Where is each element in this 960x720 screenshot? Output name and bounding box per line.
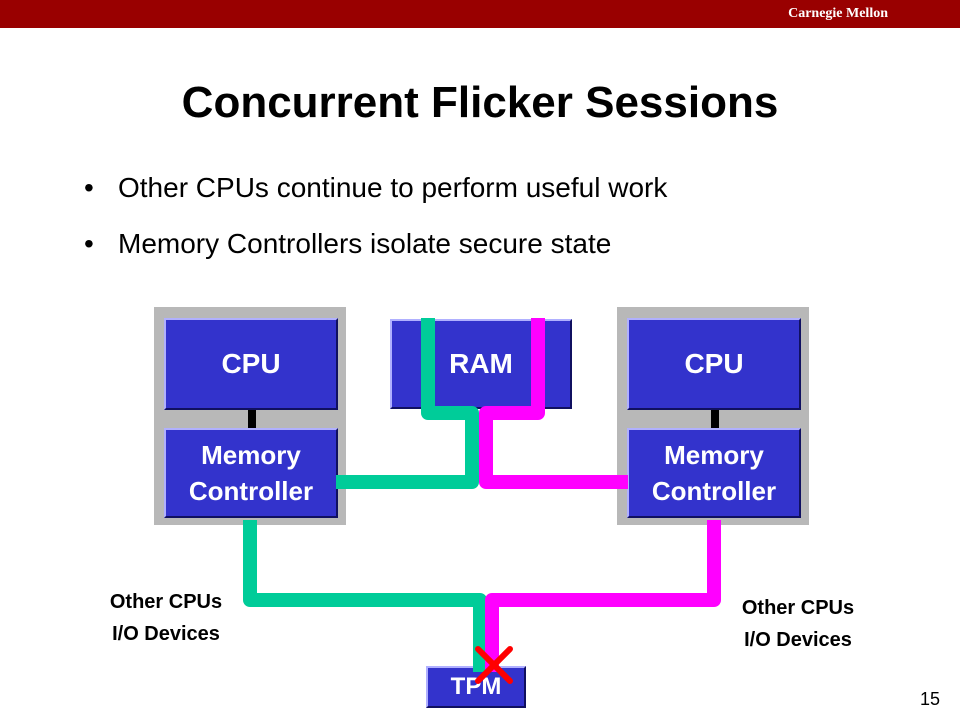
right-cpu-box: CPU: [627, 318, 801, 410]
teal-ram-path: [336, 318, 479, 489]
right-cpu-mc-link: [711, 410, 719, 428]
right-cpu-label: CPU: [684, 348, 744, 379]
right-io-devices-label: Other CPUs I/O Devices: [741, 597, 855, 651]
left-memory-controller-box: Memory Controller: [164, 428, 338, 518]
bullet-list: • Other CPUs continue to perform useful w…: [84, 168, 667, 280]
magenta-ram-path: [479, 318, 628, 489]
teal-io-path: [243, 520, 487, 672]
bullet-marker: •: [84, 228, 94, 259]
right-memory-controller-label: Memory Controller: [651, 440, 777, 506]
ram-label: RAM: [449, 348, 513, 379]
left-memory-controller-label: Memory Controller: [188, 440, 314, 506]
slide-title: Concurrent Flicker Sessions: [181, 78, 779, 127]
tpm-box: TPM: [426, 666, 526, 708]
bullet-text: Other CPUs continue to perform useful wo…: [118, 172, 668, 203]
left-cpu-label: CPU: [221, 348, 281, 379]
blocked-x-icon: [475, 646, 513, 684]
bullet-text: Memory Controllers isolate secure state: [118, 228, 612, 259]
left-io-devices-label: Other CPUs I/O Devices: [109, 591, 223, 645]
bullet-item: • Memory Controllers isolate secure state: [84, 224, 667, 280]
bullet-item: • Other CPUs continue to perform useful w…: [84, 168, 667, 224]
bullet-marker: •: [84, 172, 94, 203]
header-bar: Carnegie Mellon: [0, 0, 960, 28]
left-cpu-box: CPU: [164, 318, 338, 410]
left-cpu-mc-link: [248, 410, 256, 428]
magenta-io-path: [485, 520, 721, 672]
brand-wordmark: Carnegie Mellon: [788, 6, 888, 21]
page-number: 15: [919, 689, 940, 709]
tpm-label: TPM: [450, 673, 502, 700]
right-memory-controller-box: Memory Controller: [627, 428, 801, 518]
